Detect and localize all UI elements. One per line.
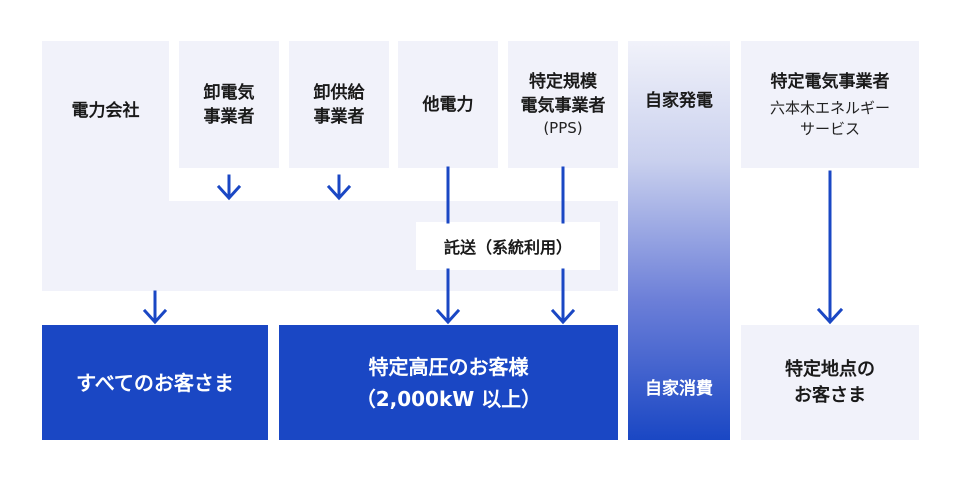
wholesale-supply-line1: 卸供給 bbox=[313, 82, 365, 103]
pps-box: 特定規模 電気事業者 (PPS) bbox=[508, 41, 618, 168]
other-utility-label: 他電力 bbox=[422, 94, 474, 115]
arrow-pps bbox=[550, 166, 576, 325]
specific-supplier-title: 特定電気事業者 bbox=[770, 71, 890, 92]
all-customers-label: すべてのお客さま bbox=[76, 370, 234, 395]
self-generation-label: 自家発電 bbox=[645, 91, 713, 111]
specific-supplier-name-line1: 六本木エネルギー bbox=[769, 98, 890, 117]
pps-line2: 電気事業者 bbox=[520, 96, 606, 116]
wholesale-electric-line1: 卸電気 bbox=[203, 82, 255, 103]
wheeling-text: 託送（系統利用） bbox=[443, 238, 572, 257]
high-voltage-line2: （2,000kW 以上） bbox=[355, 386, 542, 411]
wholesale-supply-line2: 事業者 bbox=[313, 106, 365, 127]
self-generation-column bbox=[628, 41, 730, 440]
arrow-other-utility bbox=[435, 166, 461, 325]
arrow-wholesale-supply bbox=[326, 174, 352, 201]
high-voltage-box: 特定高圧のお客様 （2,000kW 以上） bbox=[279, 325, 618, 440]
wholesale-supply-box: 卸供給 事業者 bbox=[289, 41, 389, 168]
wholesale-electric-box: 卸電気 事業者 bbox=[179, 41, 279, 168]
specific-supplier-name-line2: サービス bbox=[799, 119, 860, 138]
arrow-specific bbox=[816, 170, 844, 325]
all-customers-box: すべてのお客さま bbox=[42, 325, 268, 440]
self-consumption-label: 自家消費 bbox=[645, 379, 713, 399]
specific-supplier-box: 特定電気事業者 六本木エネルギー サービス bbox=[741, 41, 919, 168]
specific-customer-box: 特定地点の お客さま bbox=[741, 325, 919, 440]
specific-customer-line1: 特定地点の bbox=[785, 358, 875, 380]
high-voltage-line1: 特定高圧のお客様 bbox=[368, 354, 529, 379]
wholesale-electric-line2: 事業者 bbox=[203, 106, 255, 127]
utility-label: 電力会社 bbox=[71, 101, 140, 121]
pps-line3: (PPS) bbox=[543, 119, 583, 137]
arrow-utility-to-all bbox=[142, 290, 168, 325]
specific-customer-line2: お客さま bbox=[794, 384, 866, 406]
arrow-wholesale-electric bbox=[216, 174, 242, 201]
pps-line1: 特定規模 bbox=[529, 72, 597, 92]
other-utility-box: 他電力 bbox=[398, 41, 498, 168]
wheeling-label: 託送（系統利用） bbox=[416, 222, 600, 270]
